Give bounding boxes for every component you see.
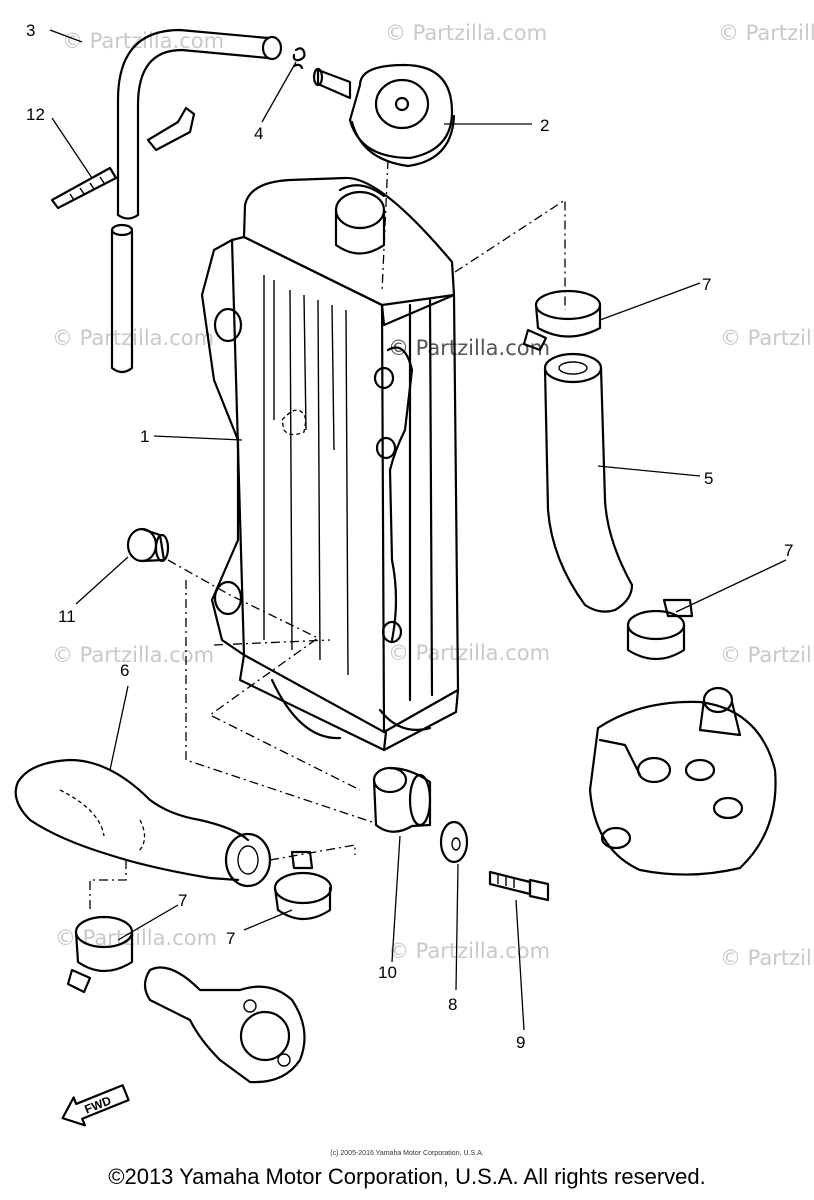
watermark: © Partzilla.com (718, 21, 814, 45)
watermark: © Partzilla.com (388, 939, 550, 963)
water-pump-housing (143, 966, 306, 1084)
hose-clamp (522, 289, 602, 352)
callout-2: 2 (540, 116, 549, 135)
overflow-hose (110, 28, 283, 374)
callout-7: 7 (178, 891, 187, 910)
callout-9: 9 (516, 1033, 525, 1052)
callout-1: 1 (140, 427, 149, 446)
band (50, 106, 196, 210)
watermark: © Partzilla.com (62, 29, 224, 53)
fine-print: (c) 2005-2016 Yamaha Motor Corporation, … (330, 1150, 484, 1157)
watermark: © Partzilla.com (385, 21, 547, 45)
collar (439, 820, 469, 864)
callout-3: 3 (26, 21, 35, 40)
cylinder-head (588, 686, 777, 876)
radiator-cap (312, 63, 456, 168)
callout-11: 11 (58, 607, 76, 626)
callout-5: 5 (704, 469, 713, 488)
lower-hose (14, 758, 272, 888)
callout-12: 12 (26, 105, 45, 124)
callout-8: 8 (448, 995, 457, 1014)
callout-10: 10 (378, 963, 397, 982)
watermark: © Partzilla.com (52, 643, 214, 667)
clip (292, 47, 306, 70)
callout-6: 6 (120, 661, 129, 680)
assembly-lines (89, 159, 566, 910)
copyright-notice: ©2013 Yamaha Motor Corporation, U.S.A. A… (108, 1164, 706, 1189)
callout-7: 7 (226, 929, 235, 948)
bolt (488, 870, 550, 902)
watermark: © Partzilla.com (720, 946, 814, 970)
damper (126, 527, 170, 563)
grommet (372, 766, 432, 833)
watermark: © Partzilla.com (720, 326, 814, 350)
hose-clamp (626, 598, 694, 661)
hose-clamp (273, 850, 333, 921)
watermark: © Partzilla.com (388, 336, 550, 360)
fwd-arrow: FWD (61, 1084, 130, 1127)
watermark: © Partzilla.com (388, 641, 550, 665)
watermark: © Partzilla.com (720, 643, 814, 667)
callouts: 3 4 2 12 1 7 5 7 11 6 7 7 10 8 9 (26, 21, 793, 1052)
watermarks: © Partzilla.com © Partzilla.com © Partzi… (52, 21, 814, 970)
callout-7: 7 (784, 541, 793, 560)
radiator (200, 176, 460, 752)
callout-7: 7 (702, 275, 711, 294)
upper-hose (543, 352, 634, 613)
callout-4: 4 (254, 124, 263, 143)
leader-lines (49, 29, 787, 1031)
